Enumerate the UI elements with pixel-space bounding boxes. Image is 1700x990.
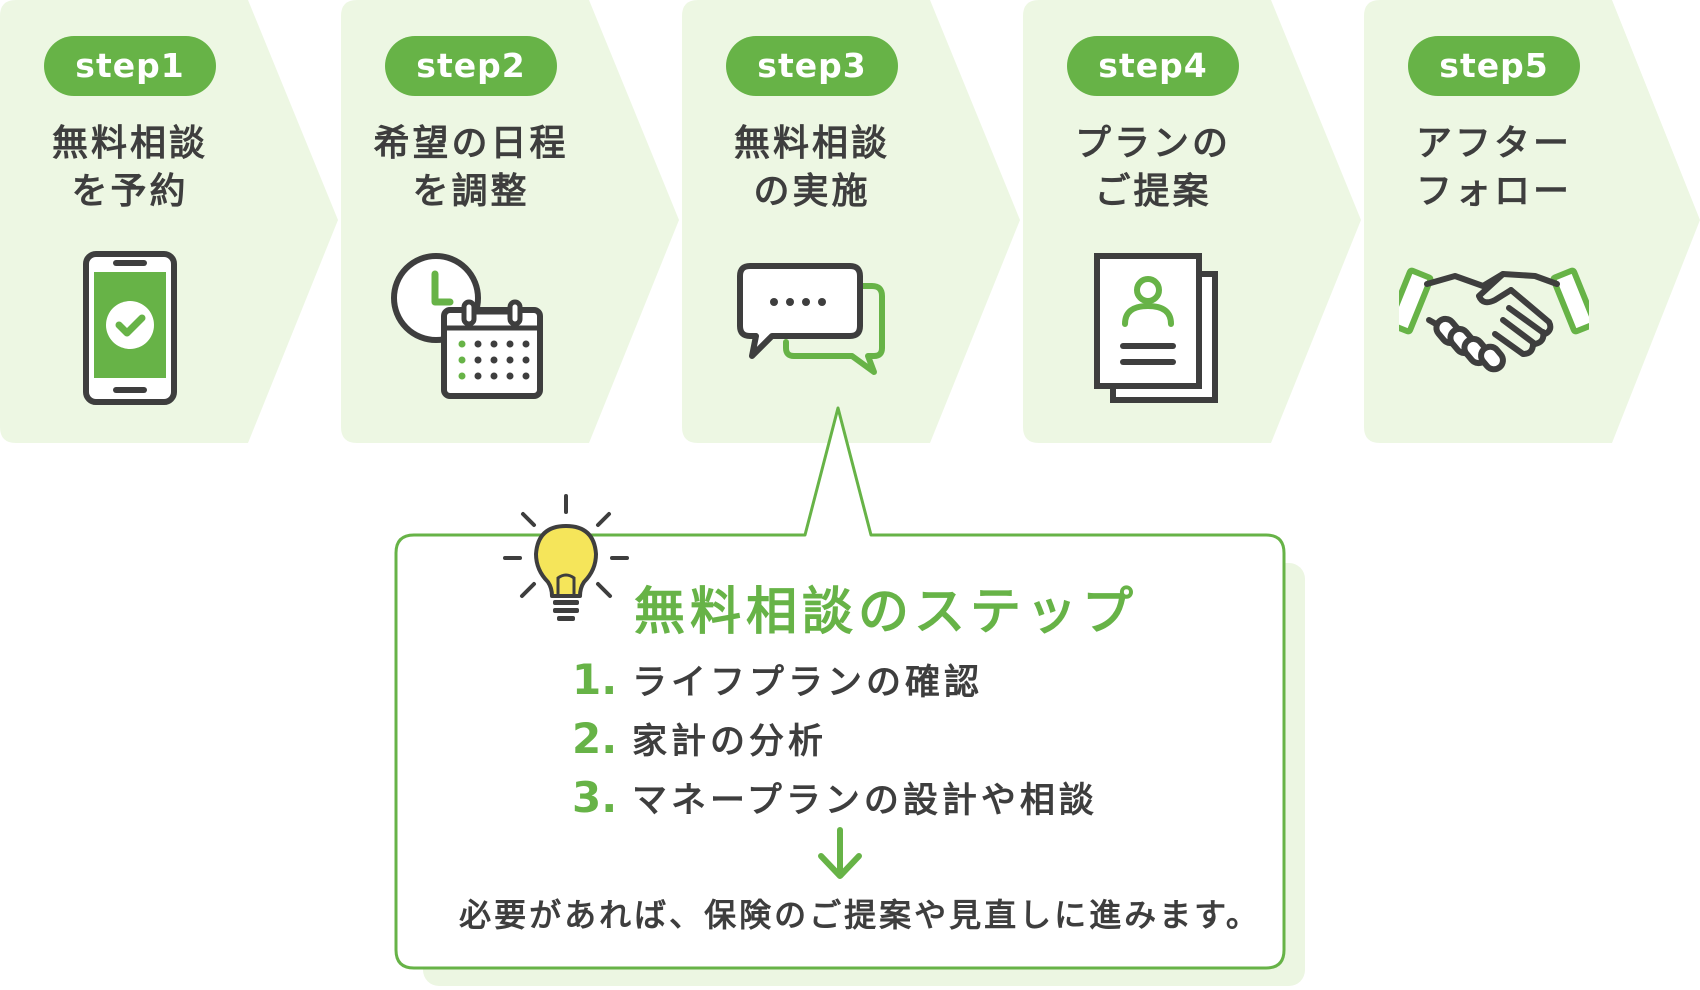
list-item-number: 2. bbox=[572, 714, 618, 763]
down-arrow-icon bbox=[818, 827, 862, 879]
step-badge: step4 bbox=[1067, 36, 1239, 96]
handshake-icon bbox=[1399, 267, 1589, 373]
step-title-line1: 無料相談 bbox=[51, 123, 208, 164]
list-item: 3. マネープランの設計や相談 bbox=[572, 768, 1098, 827]
step-badge: step1 bbox=[44, 36, 216, 96]
step-title: アフター フォロー bbox=[1364, 120, 1624, 216]
list-item-text: 家計の分析 bbox=[632, 722, 828, 762]
step-title-line2: を予約 bbox=[71, 171, 189, 212]
step-title-line1: 無料相談 bbox=[733, 123, 890, 164]
step-badge: step5 bbox=[1408, 36, 1580, 96]
step-title-line2: ご提案 bbox=[1094, 171, 1212, 212]
step-title-line2: の実施 bbox=[753, 171, 871, 212]
lightbulb-icon bbox=[503, 494, 629, 621]
list-item: 1. ライフプランの確認 bbox=[572, 650, 1098, 709]
step-title: 希望の日程 を調整 bbox=[341, 120, 601, 216]
step-badge: step3 bbox=[726, 36, 898, 96]
step-1: step1 無料相談 を予約 bbox=[0, 0, 260, 440]
list-item-text: マネープランの設計や相談 bbox=[632, 781, 1098, 821]
step-title-line1: プランの bbox=[1074, 123, 1231, 164]
profile-document-icon bbox=[1094, 253, 1218, 403]
chat-bubbles-icon bbox=[737, 263, 885, 375]
step-title: プランの ご提案 bbox=[1023, 120, 1283, 216]
step-title: 無料相談 の実施 bbox=[682, 120, 942, 216]
step-4: step4 プランの ご提案 bbox=[1023, 0, 1283, 440]
step-badge: step2 bbox=[385, 36, 557, 96]
callout-footer: 必要があれば、保険のご提案や見直しに進みます。 bbox=[459, 896, 1261, 934]
step-title-line2: を調整 bbox=[412, 171, 530, 212]
step-5: step5 アフター フォロー bbox=[1364, 0, 1624, 440]
step-title-line2: フォロー bbox=[1415, 171, 1572, 212]
smartphone-check-icon bbox=[83, 251, 177, 405]
step-3: step3 無料相談 の実施 bbox=[682, 0, 942, 440]
step-title: 無料相談 を予約 bbox=[0, 120, 260, 216]
list-item-text: ライフプランの確認 bbox=[632, 663, 984, 703]
list-item-number: 1. bbox=[572, 655, 618, 704]
step-title-line1: 希望の日程 bbox=[373, 123, 569, 164]
callout-title: 無料相談のステップ bbox=[634, 583, 1139, 642]
callout-list: 1. ライフプランの確認 2. 家計の分析 3. マネープランの設計や相談 bbox=[572, 650, 1098, 827]
step-2: step2 希望の日程 を調整 bbox=[341, 0, 601, 440]
list-item: 2. 家計の分析 bbox=[572, 709, 1098, 768]
step-title-line1: アフター bbox=[1415, 123, 1572, 164]
list-item-number: 3. bbox=[572, 773, 618, 822]
clock-calendar-icon bbox=[391, 253, 543, 399]
